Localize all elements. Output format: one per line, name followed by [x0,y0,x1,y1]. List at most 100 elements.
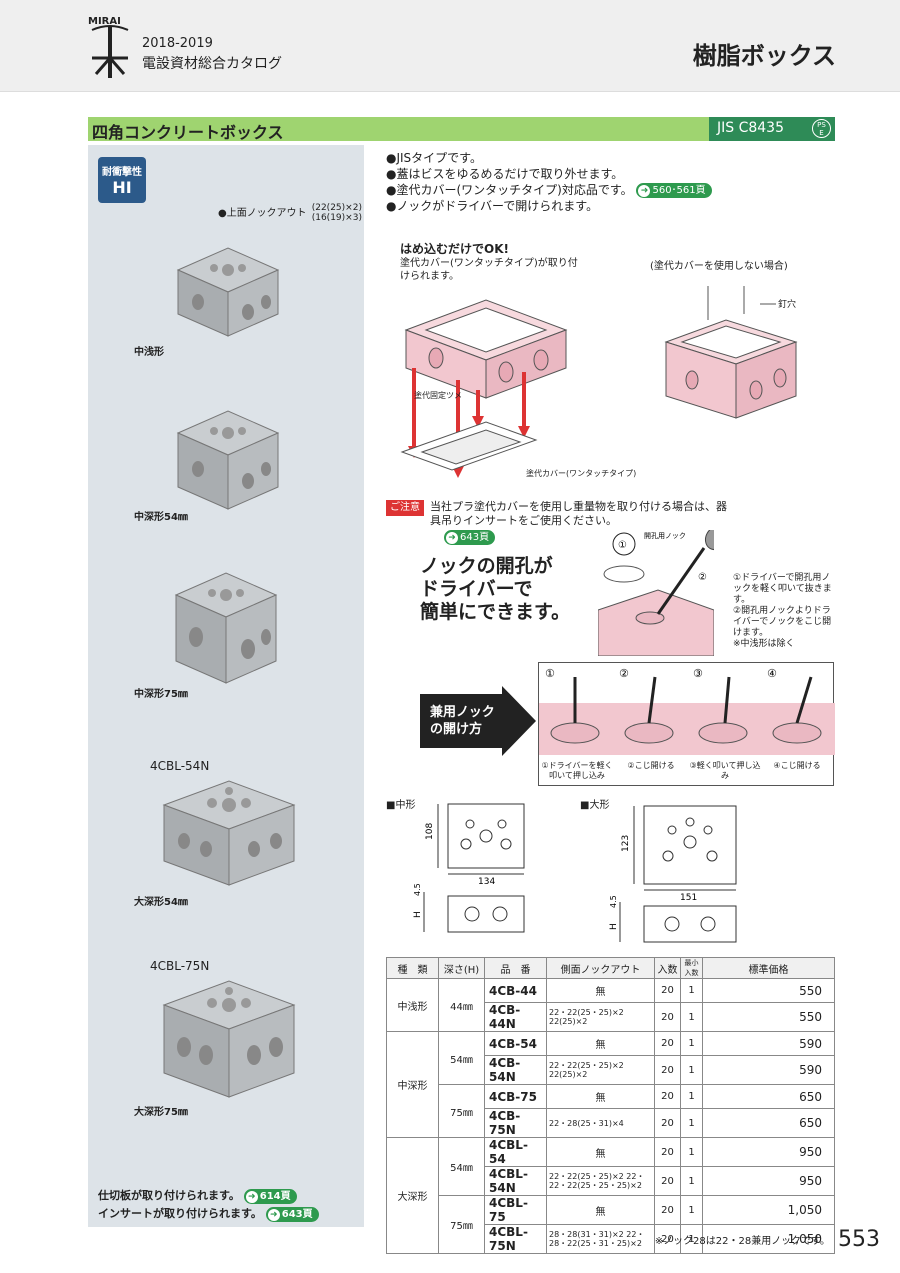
box-image-mid75 [174,572,278,684]
page-ref-link[interactable]: ➜643頁 [444,530,496,545]
step-number: ① [618,540,627,551]
product-code: 4CBL-54N [150,759,210,773]
kenyo-steps-illustration: ① ② ③ ④ [539,667,835,755]
qty-cell: 20 [654,1031,681,1056]
type-cell: 大深形 [386,1137,439,1254]
nail-label: 塗代固定ツメ [414,390,462,400]
feature-item: ●JISタイプです。 [386,151,482,165]
table-row: 中深形 54㎜ 4CB-54 無 20 1 590 [386,1031,835,1138]
step-number: ④ [767,667,777,680]
code-cell: 4CB-44N [484,1002,547,1032]
arrow-right-icon: ➜ [446,532,458,544]
page-number: 553 [838,1227,880,1252]
price-cell: 950 [702,1137,835,1167]
knock-cell: 22・22(25・25)×2 22(25)×2 [546,1055,655,1085]
caution-note: ご注意当社プラ塗代カバーを使用し重量物を取り付ける場合は、器具吊りインサートをご… [386,500,730,545]
table-header: 側面ノックアウト [546,957,655,979]
price-cell: 590 [702,1055,835,1085]
code-cell: 4CBL-54 [484,1137,547,1167]
qty-cell: 20 [654,978,681,1003]
dim-depth: H [413,911,423,918]
mirai-logo: MIRAI [88,16,129,78]
table-footnote: ※ノック28は22・28兼用ノックです。 [654,1236,830,1247]
box-image-large54 [162,780,296,886]
qty-cell: 20 [654,1166,681,1196]
table-row: 75㎜ 4CB-75 無 20 1 650 [387,1084,835,1138]
step-number: ① [545,667,555,680]
page-ref-text: 560･561頁 [652,185,706,196]
depth-cell: 54㎜ [438,1137,485,1196]
table-row: 75㎜ 4CBL-75 無 20 1 1,050 [387,1195,835,1254]
catalog-year: 2018-2019 [142,36,213,51]
table-row: 4CBL-54N 22・22(25・25)×2 22・22・22(25・25・2… [387,1166,835,1196]
depth-cell: 75㎜ [438,1195,485,1254]
code-cell: 4CB-75 [484,1084,547,1109]
cover-label: 塗代カバー(ワンタッチタイプ) [526,468,636,478]
price-cell: 1,050 [702,1224,835,1254]
code-cell: 4CBL-75 [484,1195,547,1225]
page-ref-text: 614頁 [259,1190,291,1202]
feature-item-text: ●塗代カバー(ワンタッチタイプ)対応品です。 [386,183,633,197]
qty-cell: 20 [654,1055,681,1085]
dim-depth: H [609,923,619,930]
box-image-large75 [162,980,296,1098]
kenyo-label: 兼用ノック の開け方 [430,704,495,738]
product-label: 中深形54㎜ [134,512,188,523]
no-cover-illustration: 釘穴 [664,286,798,419]
arrow-right-icon: ➜ [245,1190,258,1203]
page-ref-text: 643頁 [281,1208,313,1220]
table-header: 種 類 [386,957,439,979]
min-cell: 1 [680,1137,703,1167]
code-cell: 4CB-44 [484,978,547,1003]
page-ref-link[interactable]: ➜643頁 [265,1206,319,1222]
product-label: 大深形54㎜ [134,897,188,908]
knockout-sizes: (22(25)×2)(16(19)×3) [311,203,362,223]
knock-label: 開孔用ノック [644,532,686,540]
badge-line1: 耐衝撃性 [102,167,142,178]
price-cell: 550 [702,1002,835,1032]
feature-list: ●JISタイプです。 ●蓋はビスをゆるめるだけで取り外せます。 ●塗代カバー(ワ… [386,150,712,214]
knock-cell: 無 [546,1137,655,1167]
min-cell: 1 [680,1195,703,1225]
catalog-name: 電設資材総合カタログ [142,56,282,72]
box-image-shallow [176,247,280,337]
feature-item: ●蓋はビスをゆるめるだけで取り外せます。 [386,167,624,181]
table-row: 4CB-44N 22・22(25・25)×2 22(25)×2 20 1 550 [387,1002,835,1032]
price-cell: 550 [702,978,835,1003]
product-label: 中浅形 [134,347,164,358]
page-ref-link[interactable]: ➜614頁 [243,1188,297,1204]
knock-cell: 無 [546,1031,655,1056]
dim-width: 151 [680,893,697,903]
min-cell: 1 [680,1031,703,1056]
partition-note-text: 仕切板が取り付けられます。 [98,1189,240,1202]
depth-cell: 44㎜ [438,978,485,1032]
headline-line: ドライバーで [420,578,533,600]
price-cell: 650 [702,1108,835,1138]
figure-title: はめ込むだけでOK! [400,242,509,256]
table-header: 標準価格 [702,957,835,979]
table-row: 4CBL-75N 28・28(31・31)×2 22・28・22(25・31・2… [387,1224,835,1254]
table-header: 深さ(H) [438,957,485,979]
knock-cell: 22・22(25・25)×2 22(25)×2 [546,1002,655,1032]
table-header: 最小入数 [680,957,703,979]
type-cell: 中浅形 [386,978,439,1032]
nail-hole-label: 釘穴 [778,298,796,310]
product-label: 大深形75㎜ [134,1107,188,1118]
box-image-mid54 [176,410,280,510]
dim-thickness: 4.5 [413,883,422,896]
page-ref-link[interactable]: ➜560･561頁 [636,183,712,198]
insert-note: インサートが取り付けられます。 ➜643頁 [98,1205,319,1222]
feature-item: ●塗代カバー(ワンタッチタイプ)対応品です。 ➜560･561頁 [386,182,712,198]
price-cell: 650 [702,1084,835,1109]
product-label: 中深形75㎜ [134,689,188,700]
min-cell: 1 [680,1166,703,1196]
knock-step: ①ドライバーで開孔用ノックを軽く叩いて抜きます。 [733,573,832,605]
figure-subtitle: 塗代カバー(ワンタッチタイプ)が取り付けられます。 [400,258,578,282]
partition-note: 仕切板が取り付けられます。 ➜614頁 [98,1187,297,1204]
dim-height: 123 [621,835,631,852]
knock-open-steps: ①ドライバーで開孔用ノックを軽く叩いて抜きます。 ②開孔用ノックよりドライバーで… [733,573,833,650]
knock-cell: 22・28(25・31)×4 [546,1108,655,1138]
mid-dimension-drawing: 108 134 4.5 H [413,803,525,933]
